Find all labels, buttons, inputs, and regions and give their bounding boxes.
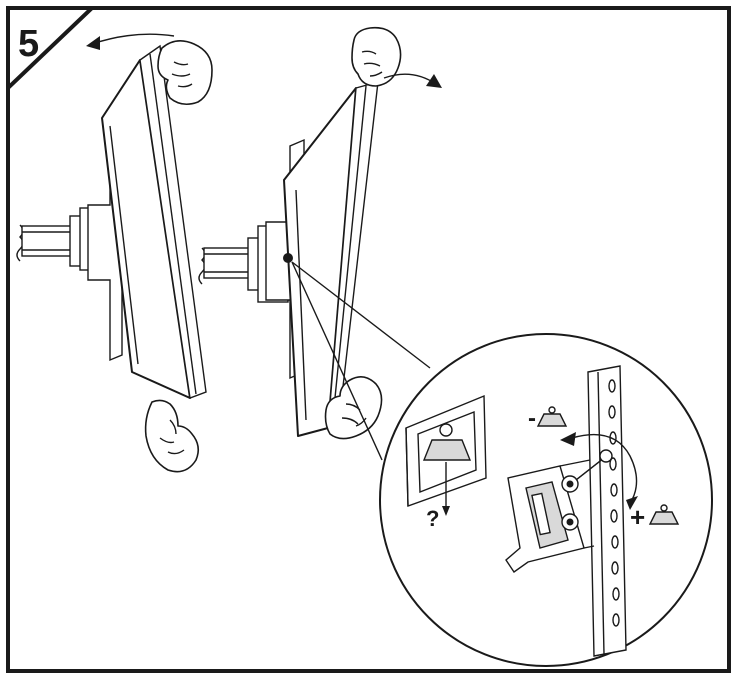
pivot-point bbox=[283, 253, 293, 263]
mount-rail bbox=[587, 365, 627, 657]
increase-weight-icon: + bbox=[630, 502, 680, 532]
tilt-right-arrow-icon bbox=[383, 73, 442, 88]
step-number: 5 bbox=[18, 23, 39, 65]
left-top-hand-icon bbox=[157, 40, 213, 106]
decrease-weight-icon: - bbox=[528, 405, 568, 432]
weight-icon bbox=[422, 423, 472, 461]
plus-label: + bbox=[630, 502, 645, 532]
detail-magnifier: ? bbox=[379, 333, 713, 667]
adjust-arrow-icon bbox=[560, 432, 638, 510]
left-bottom-hand-icon bbox=[144, 399, 200, 473]
tilt-left-arrow-icon bbox=[86, 33, 175, 50]
frame-border bbox=[6, 6, 731, 673]
weight-inset: ? bbox=[405, 394, 487, 531]
load-question-mark: ? bbox=[426, 506, 439, 531]
tilt-bracket bbox=[505, 459, 595, 573]
left-tv-assembly bbox=[16, 33, 213, 473]
minus-label: - bbox=[528, 405, 536, 432]
middle-top-hand-icon bbox=[351, 26, 402, 87]
middle-tv-assembly bbox=[198, 26, 442, 440]
callout-line-bottom bbox=[291, 261, 383, 461]
rail-slots bbox=[608, 379, 620, 627]
tension-bolt bbox=[561, 449, 613, 531]
left-tv bbox=[101, 44, 207, 399]
step-badge: 5 bbox=[6, 6, 97, 93]
callout-line-top bbox=[291, 261, 431, 369]
